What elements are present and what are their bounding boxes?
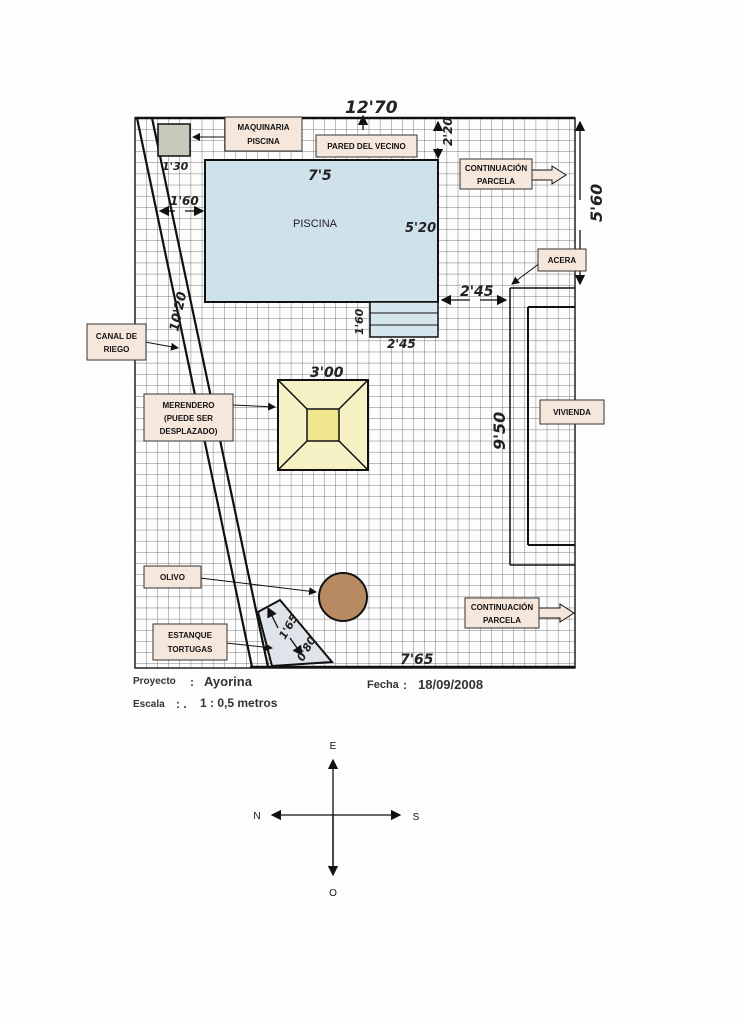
dim-vivienda-length: 9'50 — [490, 412, 509, 450]
svg-text:MERENDERO: MERENDERO — [162, 401, 214, 410]
escala-value: 1 : 0,5 metros — [200, 696, 278, 710]
svg-text:CONTINUACIÓN: CONTINUACIÓN — [471, 603, 533, 612]
dim-arrow — [267, 606, 279, 629]
label-continuacion-top: CONTINUACIÓN PARCELA — [459, 158, 533, 190]
label-continuacion-bottom: CONTINUACIÓN PARCELA — [464, 597, 540, 629]
compass-north: N — [253, 811, 260, 822]
svg-text:OLIVO: OLIVO — [160, 573, 185, 582]
label-pared-vecino: PARED DEL VECINO — [315, 134, 418, 158]
dim-machine-size: 1'30 — [162, 160, 189, 173]
dim-pool-length: 7'5 — [308, 168, 332, 184]
leader-line — [232, 402, 276, 411]
canal-line-1 — [135, 117, 254, 668]
dim-top-offset: 2'20 — [441, 117, 455, 146]
svg-text:PARED DEL VECINO: PARED DEL VECINO — [327, 142, 405, 151]
svg-text:MAQUINARIA: MAQUINARIA — [238, 123, 290, 132]
pool-steps — [369, 301, 439, 338]
proyecto-label: Proyecto — [133, 676, 176, 687]
svg-text:(PUEDE SER: (PUEDE SER — [164, 414, 213, 423]
dim-steps-width: 2'45 — [387, 337, 416, 351]
svg-text:PARCELA: PARCELA — [483, 616, 521, 625]
dim-right-side: 5'60 — [587, 184, 606, 222]
svg-text:VIVIENDA: VIVIENDA — [553, 408, 591, 417]
canal-line-2 — [150, 117, 270, 668]
label-canal: CANAL DE RIEGO — [86, 323, 147, 361]
svg-text:DESPLAZADO): DESPLAZADO) — [160, 427, 218, 436]
escala-colon: : . — [176, 697, 187, 711]
label-merendero: MERENDERO (PUEDE SER DESPLAZADO) — [143, 393, 234, 442]
label-estanque: ESTANQUE TORTUGAS — [152, 623, 228, 661]
fecha-value: 18/09/2008 — [418, 677, 483, 692]
svg-text:CANAL DE: CANAL DE — [96, 332, 138, 341]
compass-east: E — [330, 741, 337, 752]
label-vivienda: VIVIENDA — [539, 399, 605, 425]
continuation-arrow — [537, 603, 575, 623]
leader-line — [199, 577, 317, 596]
leader-line — [225, 642, 273, 652]
escala-label: Escala — [133, 699, 165, 710]
dim-arrow — [289, 637, 303, 657]
dim-merendero-size: 3'00 — [310, 365, 344, 381]
continuation-arrow — [529, 165, 567, 185]
pool-label: PISCINA — [293, 218, 338, 230]
machine-box — [157, 123, 191, 157]
pool — [204, 159, 439, 303]
merendero-edge — [338, 379, 369, 410]
label-maquinaria: MAQUINARIA PISCINA — [224, 116, 303, 152]
svg-text:TORTUGAS: TORTUGAS — [168, 645, 213, 654]
svg-text:PARCELA: PARCELA — [477, 177, 515, 186]
fecha-label: Fecha — [367, 679, 400, 691]
olive-tree — [318, 572, 368, 622]
leader-line — [511, 262, 541, 285]
svg-text:PISCINA: PISCINA — [247, 137, 280, 146]
svg-text:ACERA: ACERA — [548, 256, 577, 265]
dim-steps-height: 1'60 — [353, 308, 366, 335]
fecha-colon: : — [403, 678, 407, 692]
label-acera: ACERA — [537, 248, 587, 272]
compass-south: S — [413, 812, 420, 823]
dim-bottom-length: 7'65 — [400, 652, 434, 668]
dim-pool-to-acera: 2'45 — [460, 284, 494, 300]
dim-pool-left-offset: 1'60 — [170, 194, 199, 208]
proyecto-colon: : — [190, 675, 194, 689]
svg-text:ESTANQUE: ESTANQUE — [168, 631, 213, 640]
leader-line — [144, 341, 179, 351]
compass: E N S O — [253, 741, 419, 899]
svg-text:RIEGO: RIEGO — [104, 345, 130, 354]
proyecto-value: Ayorina — [204, 674, 253, 689]
merendero-center — [306, 408, 340, 442]
compass-west: O — [329, 888, 337, 899]
label-olivo: OLIVO — [143, 565, 202, 589]
merendero-edge — [338, 440, 369, 471]
merendero-edge — [277, 440, 308, 471]
svg-text:CONTINUACIÓN: CONTINUACIÓN — [465, 164, 527, 173]
merendero-edge — [277, 379, 308, 410]
dim-pool-width: 5'20 — [405, 221, 436, 236]
dim-total-width: 12'70 — [345, 98, 398, 118]
